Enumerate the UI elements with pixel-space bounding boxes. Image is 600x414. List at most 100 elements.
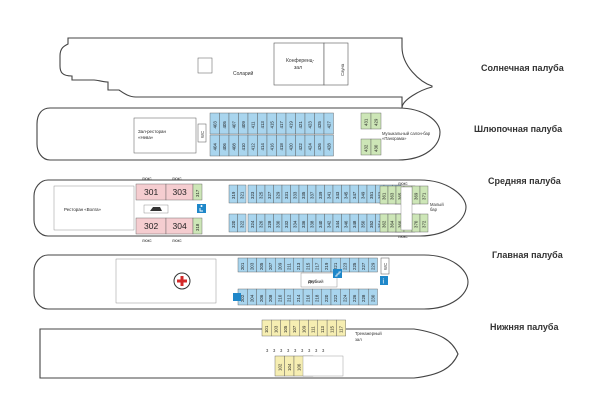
cabin-number: 322	[239, 220, 244, 228]
cabin-number: 201	[240, 262, 245, 270]
accessibility-icon-main	[233, 293, 241, 301]
small-bar	[400, 186, 413, 231]
cabin-number: 216	[305, 294, 310, 302]
cabin-number: 343	[335, 191, 340, 199]
cabin-number: 407	[231, 121, 236, 129]
cabin-number: 328	[267, 220, 272, 228]
cabin-number: 203	[249, 262, 254, 270]
cabin-number: 331	[284, 191, 289, 199]
cabin-number: 350	[360, 220, 365, 228]
cabin-number: 347	[352, 191, 357, 199]
cabin-number: 223	[342, 262, 347, 270]
sun-deck: Соларий Конференц-зал Сауна Солнечная па…	[59, 37, 565, 109]
cabin-number: 320	[231, 220, 236, 228]
cabin-number: 408	[231, 143, 236, 151]
cabin-number: 341	[326, 191, 331, 199]
cabin-number: 303	[173, 187, 187, 197]
panorama-bar-label: Музыкальный салон-бар«Панорама»	[382, 131, 431, 141]
cabin-number: 113	[320, 325, 325, 333]
cabin-number: 115	[329, 325, 334, 333]
cabin-number: 429	[374, 118, 379, 126]
lux-label-4: люкс	[172, 238, 182, 243]
lux-label-1: люкс	[142, 176, 152, 181]
bunk-mark: 3	[266, 348, 269, 353]
boat-wc-label: WC	[200, 131, 205, 138]
bunk-mark: 3	[280, 348, 283, 353]
bunk-mark: 3	[315, 348, 318, 353]
cabin-number: 413	[260, 121, 265, 129]
cabin-number: 220	[324, 294, 329, 302]
cabin-number: 404	[212, 143, 217, 151]
lux-label-5: люкс	[398, 181, 408, 186]
cabin-427	[323, 112, 334, 135]
cabin-number: 222	[333, 294, 338, 302]
cabin-number: 423	[307, 121, 312, 129]
cabin-number: 340	[318, 220, 323, 228]
bunk-mark: 3	[294, 348, 297, 353]
cabin-number: 330	[275, 220, 280, 228]
stairs-icon-steps	[335, 271, 341, 277]
cabin-number: 339	[318, 191, 323, 199]
cabin-number: 342	[326, 220, 331, 228]
cabin-number: 209	[277, 262, 282, 270]
cabin-number: 323	[250, 191, 255, 199]
neva-restaurant	[133, 117, 197, 154]
cabin-number: 345	[343, 191, 348, 199]
cabin-318	[192, 217, 203, 235]
cabin-number: 326	[258, 220, 263, 228]
lux-label-2: люкс	[172, 176, 182, 181]
boat-wc	[197, 123, 207, 143]
conference-label: Конференц-зал	[286, 58, 315, 71]
bunk-mark: 3	[301, 348, 304, 353]
sauna-room	[323, 42, 349, 86]
cabin-number: 327	[267, 191, 272, 199]
cabin-number: 325	[258, 191, 263, 199]
cabin-number: 304	[173, 221, 187, 231]
cabin-number: 333	[292, 191, 297, 199]
cabin-number: 346	[343, 220, 348, 228]
cabin-number: 103	[273, 325, 278, 333]
cabin-321	[237, 184, 247, 204]
lower-storage	[302, 355, 344, 377]
cabin-number: 414	[260, 143, 265, 151]
cabin-number: 224	[342, 294, 347, 302]
cabin-number: 335	[301, 191, 306, 199]
cabin-number: 117	[339, 325, 344, 333]
cabin-number: 411	[250, 121, 255, 129]
cabin-number: 324	[250, 220, 255, 228]
info-icon-glyph: i	[383, 279, 385, 286]
iron-icon	[150, 207, 162, 211]
cabin-number: 329	[275, 191, 280, 199]
cabin-317	[192, 183, 203, 201]
lux-label-6: люкс	[398, 234, 408, 239]
lower-deck-hull	[39, 328, 459, 379]
cabin-number: 362	[382, 220, 387, 228]
cabin-number: 361	[382, 192, 387, 200]
cabin-number: 104	[287, 363, 292, 371]
main-wc-label: WC	[383, 263, 388, 270]
volga-restaurant-label: Ресторан «Волга»	[64, 207, 102, 212]
cabin-number: 213	[296, 262, 301, 270]
cabin-number: 218	[315, 294, 320, 302]
cabin-number: 366	[398, 220, 403, 228]
cabin-number: 416	[269, 143, 274, 151]
cabin-number: 431	[364, 118, 369, 126]
cabin-number: 353	[377, 191, 382, 199]
cabin-number: 111	[311, 326, 316, 333]
cabin-number: 107	[292, 325, 297, 333]
cabin-number: 405	[222, 121, 227, 129]
cabin-322	[237, 213, 247, 233]
cabin-number: 202	[240, 294, 245, 302]
cabin-number: 417	[279, 121, 284, 129]
lux-label-3: люкс	[142, 238, 152, 243]
accessibility-icon-body	[199, 208, 203, 212]
cabin-number: 372	[422, 220, 427, 228]
cabin-428	[323, 134, 334, 157]
info-icon	[380, 276, 388, 285]
cabin-number: 424	[307, 143, 312, 151]
solarium-label: Соларий	[233, 70, 254, 77]
